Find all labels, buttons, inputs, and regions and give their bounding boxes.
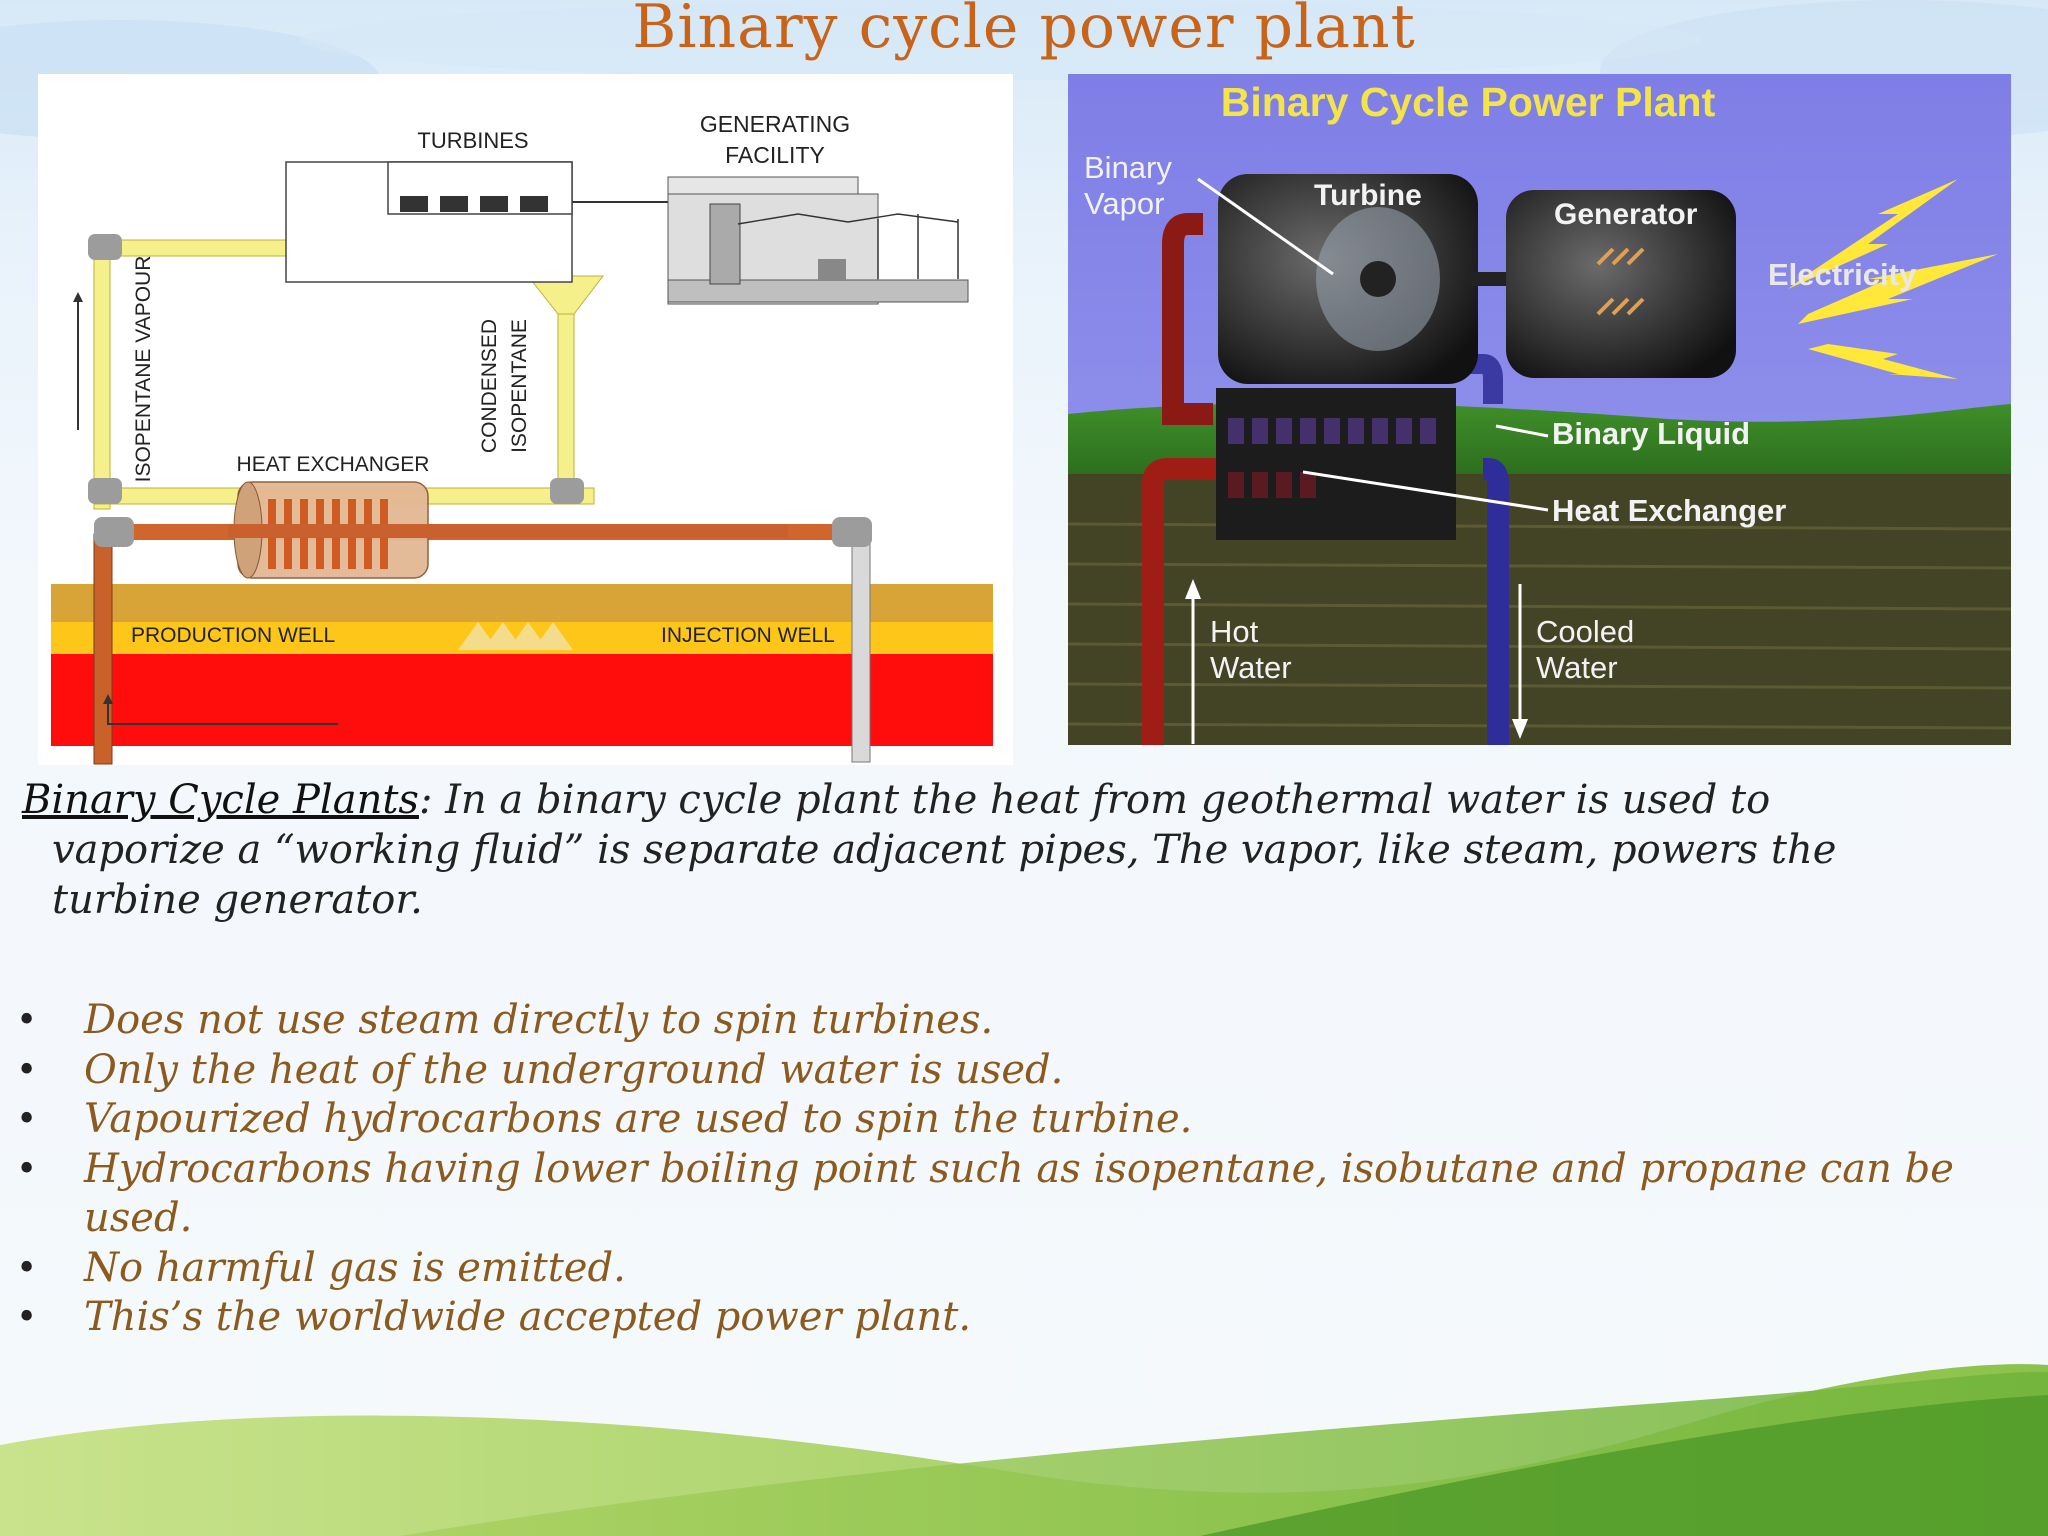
- label-cooled-water: Water: [1536, 650, 1618, 685]
- bullet-text: Hydrocarbons having lower boiling point …: [84, 1145, 1954, 1242]
- label-heat-exchanger-illustration: Heat Exchanger: [1552, 493, 1786, 528]
- label-hot: Hot: [1210, 614, 1259, 649]
- bullet-dot-icon: •: [16, 1049, 38, 1091]
- label-hot-water: Water: [1210, 650, 1292, 685]
- bullet-item: • No harmful gas is emitted.: [16, 1244, 2016, 1294]
- label-isopentane: ISOPENTANE: [508, 319, 531, 453]
- description-line-2: vaporize a “working fluid” is separate a…: [52, 827, 1837, 873]
- label-injection-well: INJECTION WELL: [661, 624, 835, 647]
- binary-plant-illustration: Binary Cycle Power Plant Binary Vapor Tu…: [1068, 74, 2011, 745]
- label-generating: GENERATING: [700, 111, 850, 137]
- description-lead: Binary Cycle Plants: [22, 777, 419, 823]
- bullet-dot-icon: •: [16, 1000, 38, 1041]
- illustration-title: Binary Cycle Power Plant: [1221, 79, 1716, 125]
- description-paragraph: Binary Cycle Plants: In a binary cycle p…: [22, 775, 2002, 925]
- description-line-1: : In a binary cycle plant the heat from …: [418, 777, 1771, 823]
- label-binary: Binary: [1084, 150, 1172, 185]
- label-production-well: PRODUCTION WELL: [131, 624, 335, 647]
- label-electricity: Electricity: [1768, 257, 1917, 292]
- feature-bullet-list: • Does not use steam directly to spin tur…: [16, 996, 2016, 1343]
- description-line-3: turbine generator.: [52, 877, 423, 923]
- label-turbine: Turbine: [1314, 179, 1422, 212]
- label-condensed: CONDENSED: [478, 319, 501, 453]
- bullet-dot-icon: •: [16, 1247, 38, 1289]
- bullet-dot-icon: •: [16, 1148, 38, 1190]
- label-generator: Generator: [1554, 198, 1698, 231]
- bullet-item: • Only the heat of the underground water …: [16, 1046, 2016, 1096]
- bullet-text: Does not use steam directly to spin turb…: [84, 997, 994, 1043]
- slide-title: Binary cycle power plant: [632, 0, 1416, 62]
- label-turbines: TURBINES: [417, 128, 528, 153]
- illustration-drawing: Binary Cycle Power Plant Binary Vapor Tu…: [1068, 74, 2011, 745]
- bullet-item: • Vapourized hydrocarbons are used to spi…: [16, 1095, 2016, 1145]
- bullet-dot-icon: •: [16, 1297, 38, 1338]
- soil-layer: [51, 584, 993, 626]
- bullet-item: • Hydrocarbons having lower boiling point…: [16, 1145, 2016, 1244]
- label-isopentane-vapour: ISOPENTANE VAPOUR: [132, 256, 155, 483]
- label-cooled: Cooled: [1536, 614, 1634, 649]
- label-binary-liquid: Binary Liquid: [1552, 416, 1750, 451]
- hot-rock-layer: [51, 654, 993, 746]
- bullet-item: • This’s the worldwide accepted power pla…: [16, 1293, 2016, 1343]
- bullet-text: This’s the worldwide accepted power plan…: [84, 1294, 972, 1340]
- bullet-item: • Does not use steam directly to spin tur…: [16, 996, 2016, 1046]
- bullet-text: Only the heat of the underground water i…: [84, 1046, 1064, 1093]
- binary-plant-schematic: TURBINES GENERATING FACILITY ISOPENTANE …: [38, 74, 1013, 765]
- bullet-text: Vapourized hydrocarbons are used to spin…: [84, 1096, 1193, 1142]
- bullet-dot-icon: •: [16, 1099, 38, 1140]
- label-facility: FACILITY: [725, 142, 825, 168]
- bullet-text: No harmful gas is emitted.: [84, 1244, 626, 1291]
- label-vapor: Vapor: [1084, 186, 1164, 221]
- schematic-drawing: TURBINES GENERATING FACILITY ISOPENTANE …: [51, 111, 993, 765]
- label-heat-exchanger: HEAT EXCHANGER: [237, 453, 430, 476]
